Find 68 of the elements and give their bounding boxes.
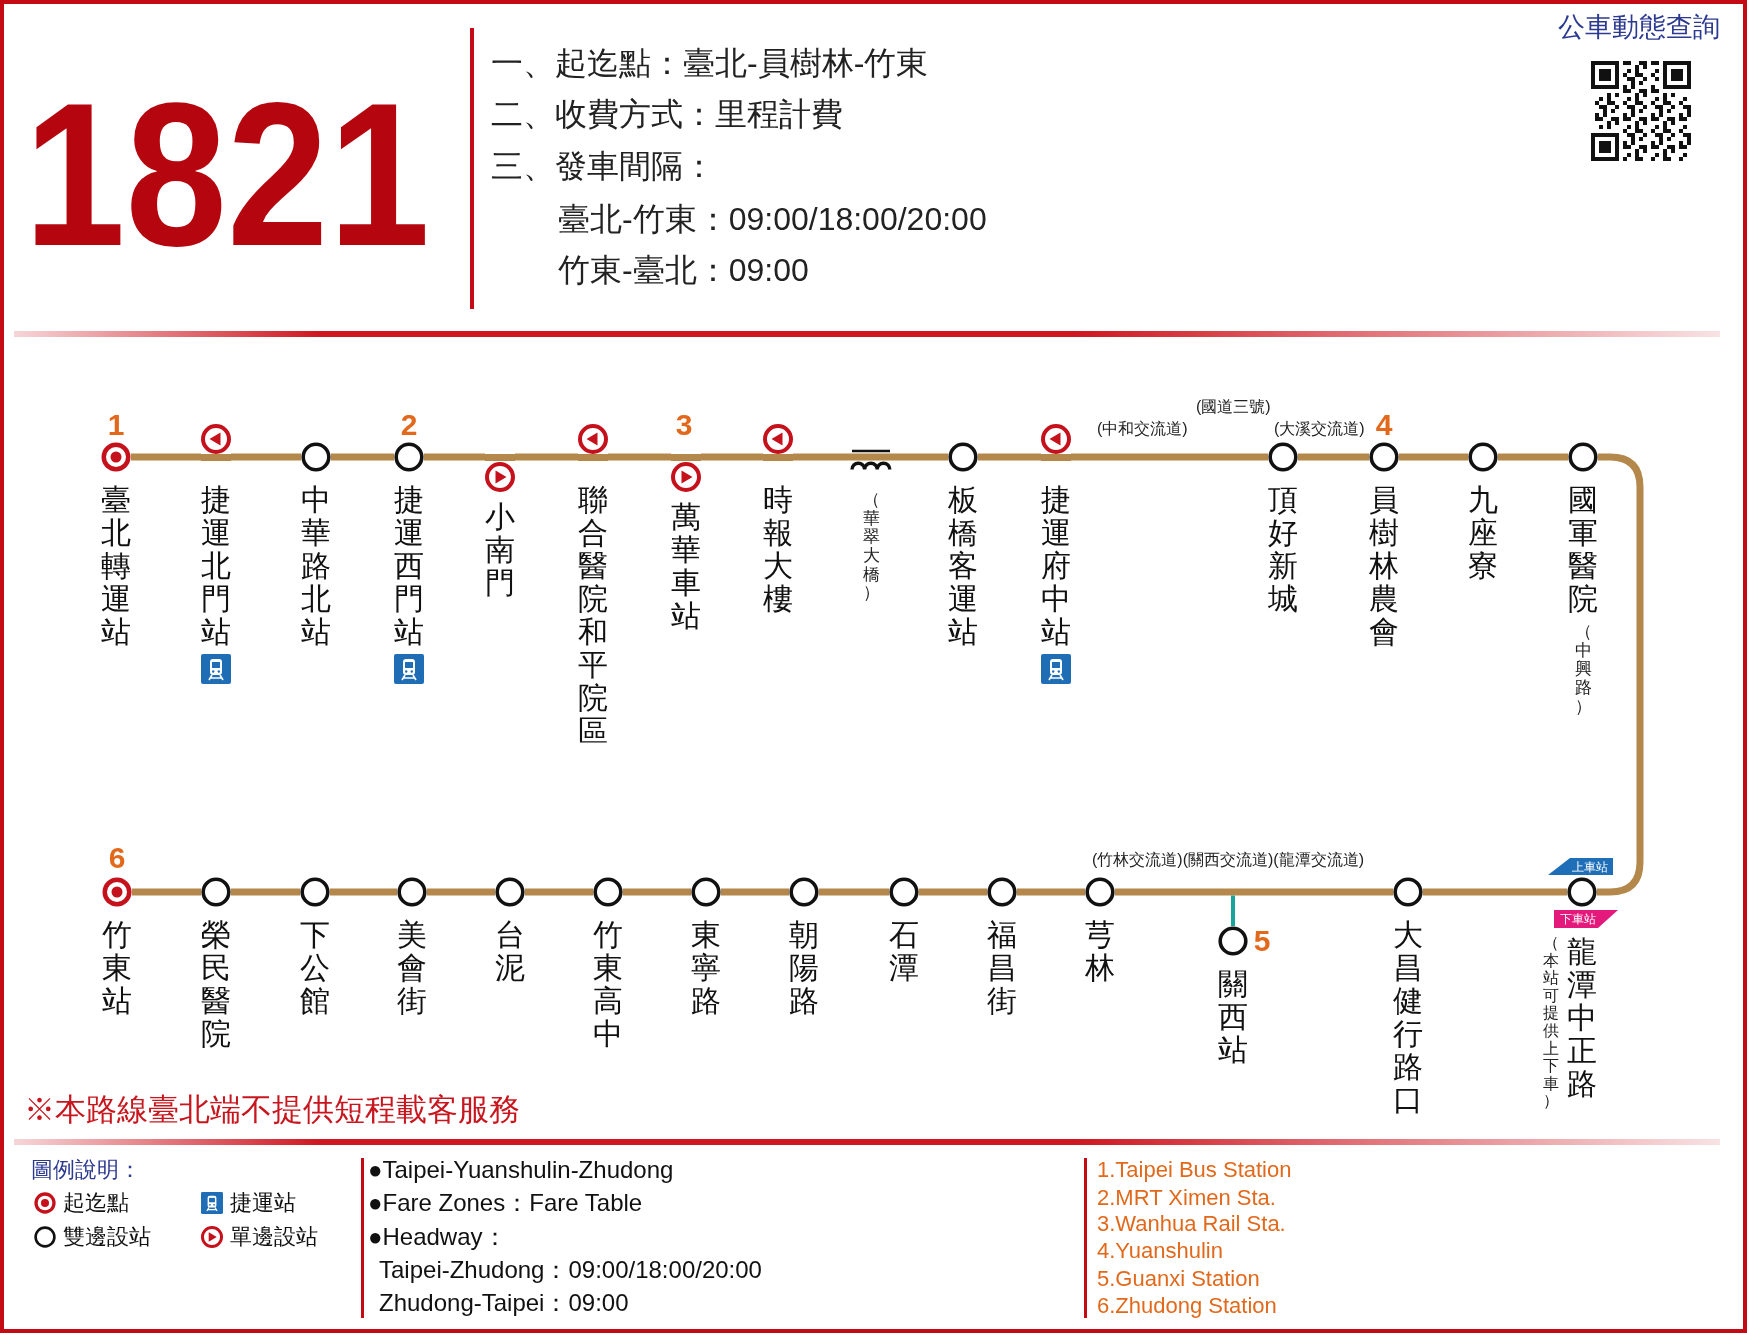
stop-name: 小南門 bbox=[485, 499, 515, 599]
stop-key-item: 5.Guanxi Station bbox=[1097, 1266, 1260, 1292]
stop-name: 聯合醫院和平院區 bbox=[578, 483, 608, 747]
info-line: 臺北-竹東：09:00/18:00/20:00 bbox=[558, 200, 987, 238]
stop-name: 東寧路 bbox=[691, 918, 721, 1017]
highway-label: (國道三號) bbox=[1196, 397, 1271, 417]
stop-name: 板橋客運站 bbox=[948, 483, 978, 648]
stop-key-item: 1.Taipei Bus Station bbox=[1097, 1157, 1292, 1183]
legend-label: 單邊設站 bbox=[230, 1223, 318, 1251]
info-line: 三、發車間隔： bbox=[491, 147, 715, 185]
stop-name: 芎林 bbox=[1085, 918, 1115, 984]
stop-name: 關西站 bbox=[1218, 967, 1248, 1066]
info-line: 一、起迄點：臺北-員樹林-竹東 bbox=[491, 44, 929, 82]
stop-key-item: 2.MRT Ximen Sta. bbox=[1097, 1185, 1276, 1211]
stop-number: 1 bbox=[106, 409, 126, 441]
stop-name: 頂好新城 bbox=[1268, 483, 1298, 615]
place-note: （中興路） bbox=[1574, 623, 1592, 717]
stop-number: 4 bbox=[1374, 409, 1394, 441]
stop-name: 美會街 bbox=[397, 918, 427, 1017]
stop-name: 竹東站 bbox=[102, 918, 132, 1017]
stop-name: 龍潭中正路 bbox=[1567, 935, 1597, 1100]
stop-name: 石潭 bbox=[889, 918, 919, 984]
notice-text: ※本路線臺北端不提供短程載客服務 bbox=[24, 1092, 520, 1128]
english-info-line: ●Fare Zones：Fare Table bbox=[368, 1188, 643, 1218]
stop-name: 台泥 bbox=[495, 918, 525, 984]
interchange-label: (中和交流道) bbox=[1097, 419, 1188, 439]
legend-label: 雙邊設站 bbox=[63, 1223, 151, 1251]
stop-name: 捷運西門站 bbox=[394, 483, 424, 648]
stop-name: 萬華車站 bbox=[671, 499, 701, 632]
stop-name: 員樹林農會 bbox=[1369, 483, 1399, 648]
stop-name: 福昌街 bbox=[987, 918, 1017, 1017]
interchange-label: (竹林交流道)(關西交流道)(龍潭交流道) bbox=[1092, 850, 1364, 870]
stop-name: 臺北轉運站 bbox=[101, 483, 131, 648]
english-info-line: Taipei-Zhudong：09:00/18:00/20:00 bbox=[379, 1255, 762, 1285]
info-line: 竹東-臺北：09:00 bbox=[558, 251, 809, 289]
stop-name: 榮民醫院 bbox=[201, 918, 231, 1050]
stop-name: 捷運府中站 bbox=[1041, 483, 1071, 648]
stop-number: 6 bbox=[107, 842, 127, 874]
stop-number: 5 bbox=[1252, 925, 1272, 957]
interchange-label: (大溪交流道) bbox=[1274, 419, 1365, 439]
stop-key-item: 6.Zhudong Station bbox=[1097, 1293, 1277, 1319]
stop-number: 2 bbox=[399, 409, 419, 441]
alighting-tag: 下車站 bbox=[1554, 910, 1618, 928]
stop-name: 大昌健行路口 bbox=[1393, 918, 1423, 1116]
stop-key-item: 4.Yuanshulin bbox=[1097, 1238, 1223, 1264]
qr-caption: 公車動態查詢 bbox=[1558, 11, 1720, 44]
stop-name: 國軍醫院 bbox=[1568, 483, 1598, 615]
stop-name: 時報大樓 bbox=[763, 483, 793, 615]
stop-note: （本站可提供上下車） bbox=[1543, 934, 1559, 1110]
english-info-line: Zhudong-Taipei：09:00 bbox=[379, 1288, 629, 1318]
english-info-line: ●Headway： bbox=[368, 1222, 507, 1252]
boarding-tag: 上車站 bbox=[1548, 858, 1613, 875]
route-line bbox=[1231, 895, 1235, 926]
stop-name: 下公館 bbox=[300, 918, 330, 1017]
place-note: （華翠大橋） bbox=[862, 491, 880, 604]
info-line: 二、收費方式：里程計費 bbox=[491, 95, 843, 133]
stop-key-item: 3.Wanhua Rail Sta. bbox=[1097, 1211, 1286, 1237]
stop-number: 3 bbox=[674, 409, 694, 441]
legend-label: 捷運站 bbox=[230, 1189, 296, 1217]
english-info-line: ●Taipei-Yuanshulin-Zhudong bbox=[368, 1155, 674, 1185]
legend-heading: 圖例說明： bbox=[31, 1156, 141, 1184]
legend-label: 起迄點 bbox=[63, 1189, 129, 1217]
stop-name: 九座寮 bbox=[1468, 483, 1498, 582]
stop-name: 中華路北站 bbox=[301, 483, 331, 648]
route-number: 1821 bbox=[24, 71, 430, 276]
stop-name: 朝陽路 bbox=[789, 918, 819, 1017]
stop-name: 捷運北門站 bbox=[201, 483, 231, 648]
stop-name: 竹東高中 bbox=[593, 918, 623, 1050]
